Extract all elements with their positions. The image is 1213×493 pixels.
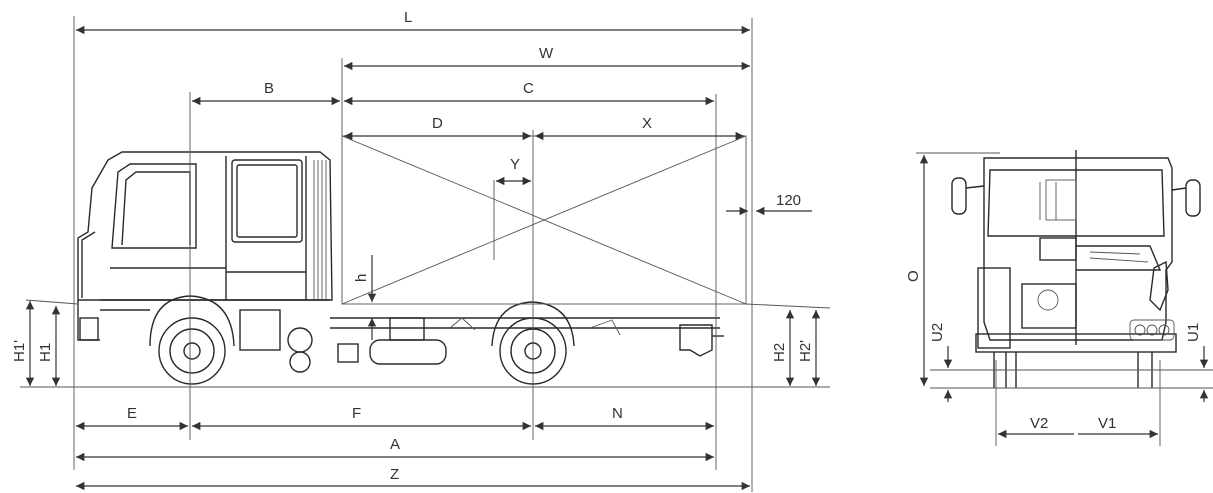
dim-label-L: L	[404, 9, 412, 26]
dimension-lines	[25, 25, 821, 491]
dim-label-E: E	[127, 405, 137, 422]
dim-label-H2-prime: H2'	[797, 340, 814, 362]
dim-label-N: N	[612, 405, 623, 422]
dim-label-W: W	[539, 45, 554, 62]
dim-label-C: C	[523, 80, 534, 97]
dim-label-V2: V2	[1030, 415, 1048, 432]
truck-front-view	[930, 150, 1213, 389]
dim-label-V1: V1	[1098, 415, 1116, 432]
dim-label-h: h	[353, 274, 370, 282]
dim-label-B: B	[264, 80, 274, 97]
dim-label-U2: U2	[929, 323, 946, 342]
dim-label-A: A	[390, 436, 400, 453]
dim-label-H2: H2	[771, 343, 788, 362]
dim-label-H1: H1	[37, 343, 54, 362]
cargo-box-outline	[341, 130, 747, 440]
dim-label-D: D	[432, 115, 443, 132]
dim-label-F: F	[352, 405, 361, 422]
dim-label-U1: U1	[1185, 323, 1202, 342]
front-extension-lines	[916, 152, 1161, 446]
dim-label-Y: Y	[510, 156, 520, 173]
dim-label-Z: Z	[390, 466, 399, 483]
truck-side-view	[20, 151, 830, 388]
front-dimension-lines	[919, 155, 1209, 439]
dim-label-120: 120	[776, 192, 801, 209]
extension-lines	[25, 16, 831, 492]
dim-label-X: X	[642, 115, 652, 132]
dim-label-O: O	[905, 270, 922, 282]
dim-label-H1-prime: H1'	[11, 340, 28, 362]
